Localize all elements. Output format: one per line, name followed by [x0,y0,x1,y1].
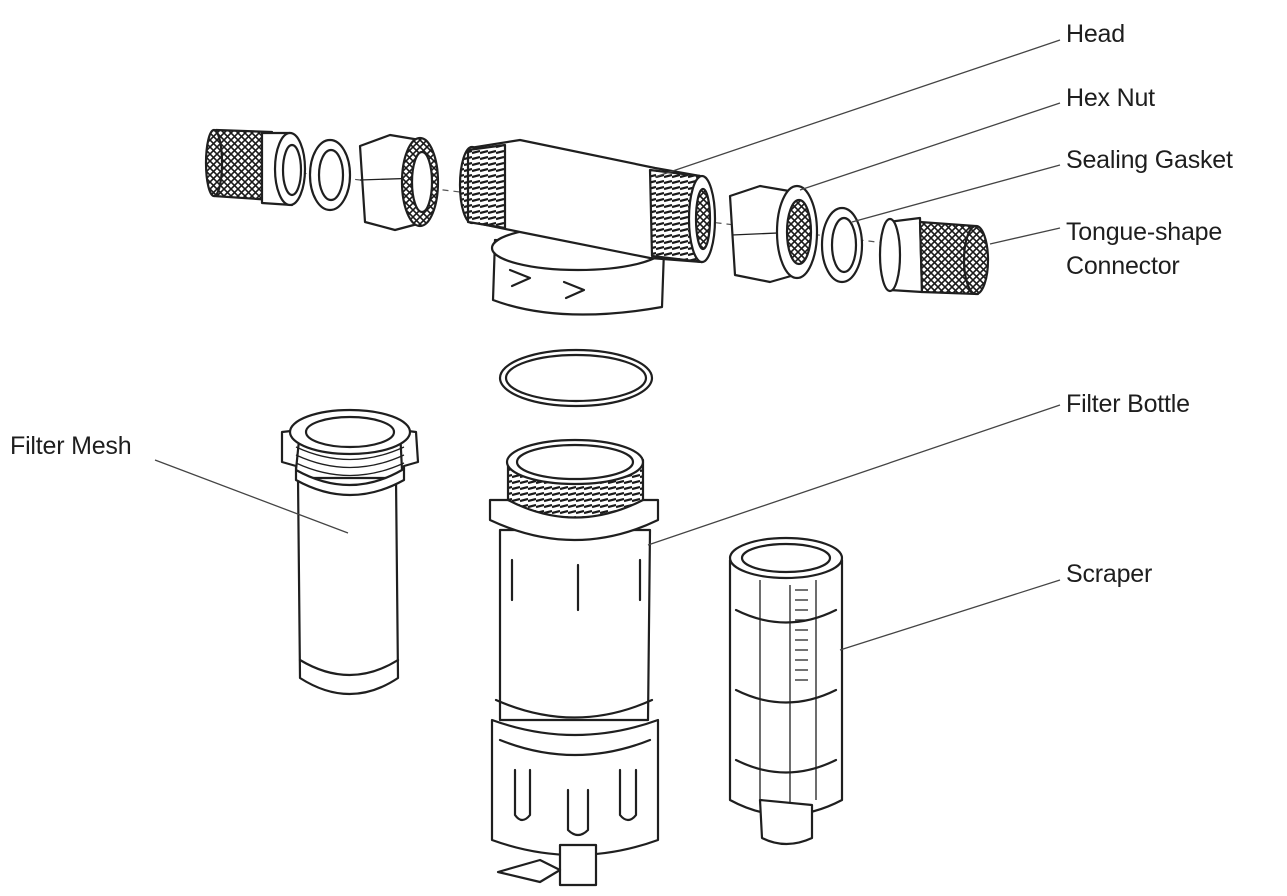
leader-filter-bottle [647,404,1061,546]
left-sealing-gasket [308,138,352,212]
label-filter-mesh: Filter Mesh [10,432,132,460]
o-ring [498,348,654,408]
left-tongue-connector [204,128,307,207]
label-tongue-connector-line2: Connector [1066,252,1180,280]
scraper-part [728,536,844,846]
label-filter-bottle: Filter Bottle [1066,390,1190,418]
label-sealing-gasket: Sealing Gasket [1066,146,1233,174]
label-head: Head [1066,20,1125,48]
left-hex-nut [358,133,440,232]
filter-bottle-part [488,438,660,887]
leader-tongue-connector [989,227,1061,245]
filter-mesh-part [280,408,420,695]
leader-sealing-gasket [851,164,1061,223]
right-tongue-connector [878,216,990,296]
leader-filter-mesh [154,459,349,534]
right-hex-nut [728,184,819,284]
label-tongue-connector-line1: Tongue-shape [1066,218,1223,246]
leader-scraper [839,579,1061,651]
leader-hex-nut [799,102,1061,191]
leader-head [654,39,1061,178]
head-body [458,138,717,316]
label-scraper: Scraper [1066,560,1153,588]
right-sealing-gasket [820,206,864,284]
label-hex-nut: Hex Nut [1066,84,1155,112]
